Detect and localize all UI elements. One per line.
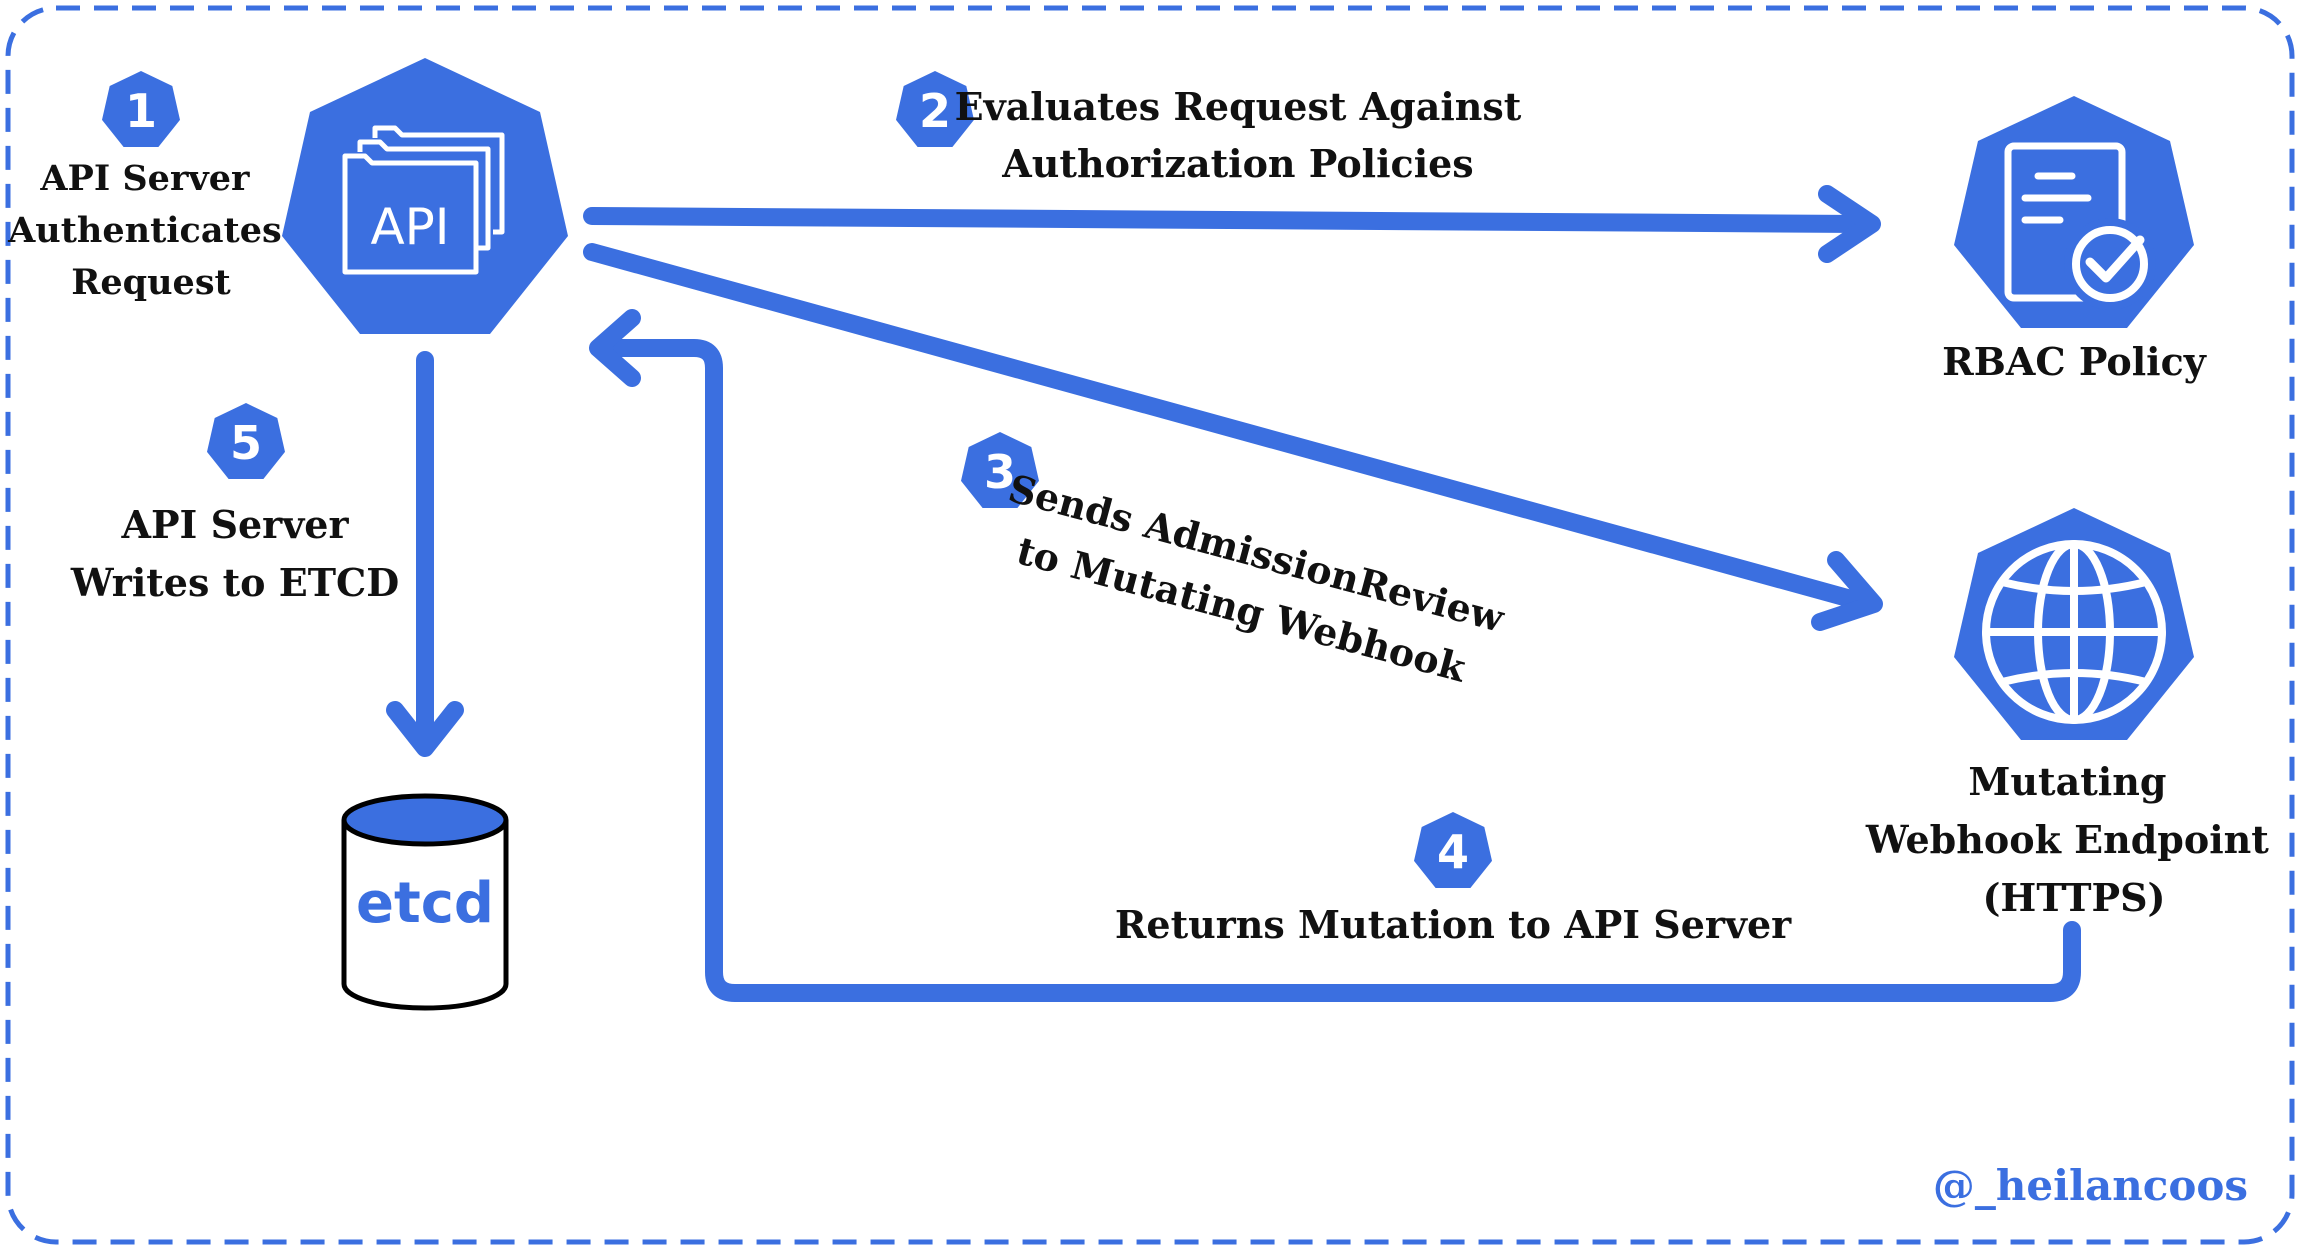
diagram-border — [5, 5, 2295, 1245]
step-2-line-2: Authorization Policies — [1001, 141, 1473, 186]
step-5-number: 5 — [230, 416, 262, 470]
arrow-step-2 — [583, 185, 1881, 263]
step-5-line-1: API Server — [121, 502, 350, 547]
step-1-number: 1 — [125, 84, 157, 138]
etcd-text: etcd — [356, 871, 494, 936]
step-2-number: 2 — [919, 84, 951, 138]
step-1-line-2: Authenticates — [7, 210, 282, 251]
step-1-line-1: API Server — [39, 158, 250, 199]
webhook-label-line-2: Webhook Endpoint — [1865, 817, 2269, 862]
api-server-heptagon — [282, 58, 568, 334]
rbac-heptagon — [1954, 96, 2194, 328]
step-5: 5 API Server Writes to ETCD — [70, 403, 399, 605]
rbac-policy-label: RBAC Policy — [1942, 339, 2207, 384]
api-server-icon — [342, 125, 505, 275]
rbac-policy-node: RBAC Policy — [1942, 96, 2207, 384]
step-1-label: API Server Authenticates Request — [7, 158, 294, 303]
step-4: 4 Returns Mutation to API Server — [1115, 812, 1792, 947]
api-server-node: API — [282, 58, 568, 334]
step-2: 2 Evaluates Request Against Authorizatio… — [896, 71, 1522, 186]
document-check-icon — [2004, 142, 2156, 310]
api-server-text: API — [370, 198, 449, 256]
database-icon — [341, 793, 509, 1011]
step-4-label: Returns Mutation to API Server — [1115, 902, 1792, 947]
arrow-step-4 — [589, 309, 2081, 1002]
watermark: @_heilancoos — [1933, 1161, 2248, 1210]
webhook-endpoint-node: Mutating Webhook Endpoint (HTTPS) — [1865, 508, 2282, 920]
step-3: 3 Sends AdmissionReview to Mutating Webh… — [961, 432, 1510, 691]
step-1-line-3: Request — [71, 262, 230, 303]
step-3-number: 3 — [984, 445, 1016, 499]
step-2-line-1: Evaluates Request Against — [955, 84, 1522, 129]
webhook-label-line-1: Mutating — [1968, 759, 2166, 804]
arrow-step-3 — [583, 243, 1883, 631]
globe-icon — [1982, 540, 2166, 724]
arrow-step-5 — [386, 351, 464, 757]
step-4-number: 4 — [1437, 825, 1469, 879]
webhook-label: Mutating Webhook Endpoint (HTTPS) — [1865, 759, 2282, 920]
step-5-line-2: Writes to ETCD — [70, 560, 399, 605]
webhook-label-line-3: (HTTPS) — [1982, 875, 2165, 920]
step-1: 1 API Server Authenticates Request — [7, 71, 294, 303]
etcd-node: etcd — [341, 793, 509, 1011]
